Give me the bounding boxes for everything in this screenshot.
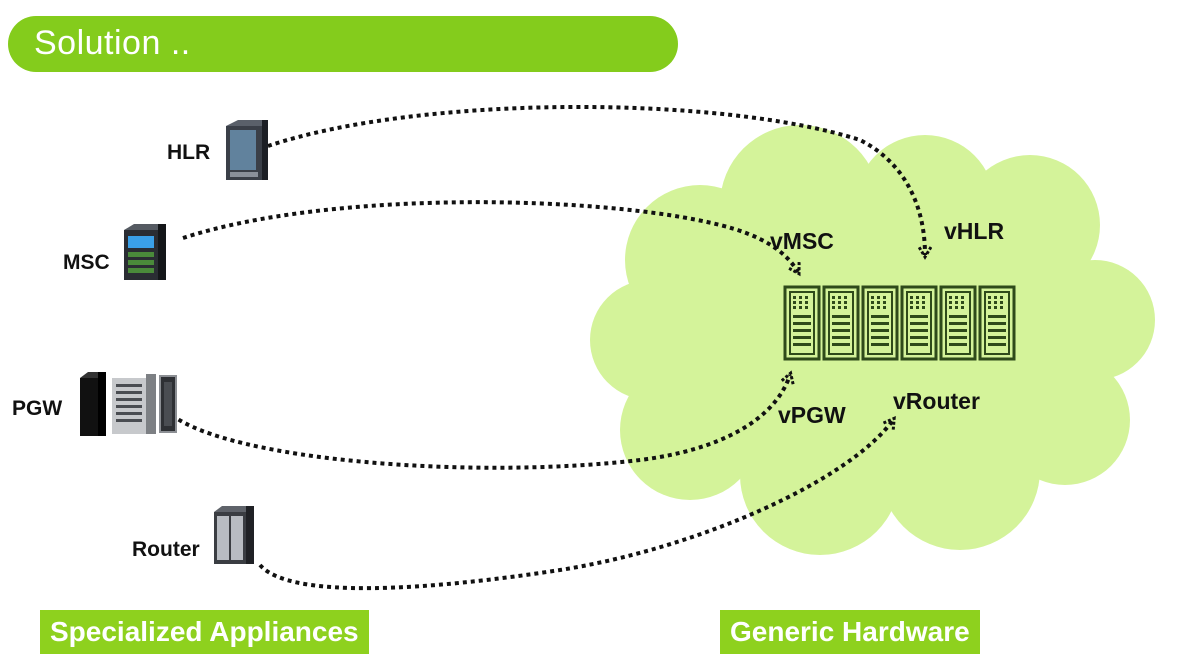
server-tower-icon [214,506,254,564]
label-vpgw: vPGW [778,402,846,428]
label-router: Router [132,538,200,561]
footer-generic-hardware: Generic Hardware [720,610,980,654]
arrow-pgw-to-vpgw [170,375,790,470]
server-tower-icon [226,120,268,180]
server-tower-icon [124,224,166,280]
server-tower-icon [80,372,106,436]
server-rack-icon [978,285,1016,361]
server-rack-icon [783,285,821,361]
server-rack-icon [939,285,977,361]
server-tower-icon [159,375,177,433]
server-tower-icon [112,374,156,434]
label-msc: MSC [63,251,110,274]
arrow-msc-to-vmsc [182,200,798,272]
footer-specialized-appliances: Specialized Appliances [40,610,369,654]
server-rack-group [783,285,1016,361]
page-title: Solution .. [34,24,191,62]
server-rack-icon [822,285,860,361]
cloud-icon [590,125,1155,555]
label-vhlr: vHLR [944,218,1005,244]
arrow-router-to-vrouter [258,420,893,591]
label-vrouter: vRouter [893,388,980,414]
server-rack-icon [900,285,938,361]
title-banner: Solution .. [8,16,678,72]
label-vmsc: vMSC [770,228,834,254]
server-rack-icon [861,285,899,361]
label-pgw: PGW [12,397,63,420]
label-hlr: HLR [167,141,211,164]
